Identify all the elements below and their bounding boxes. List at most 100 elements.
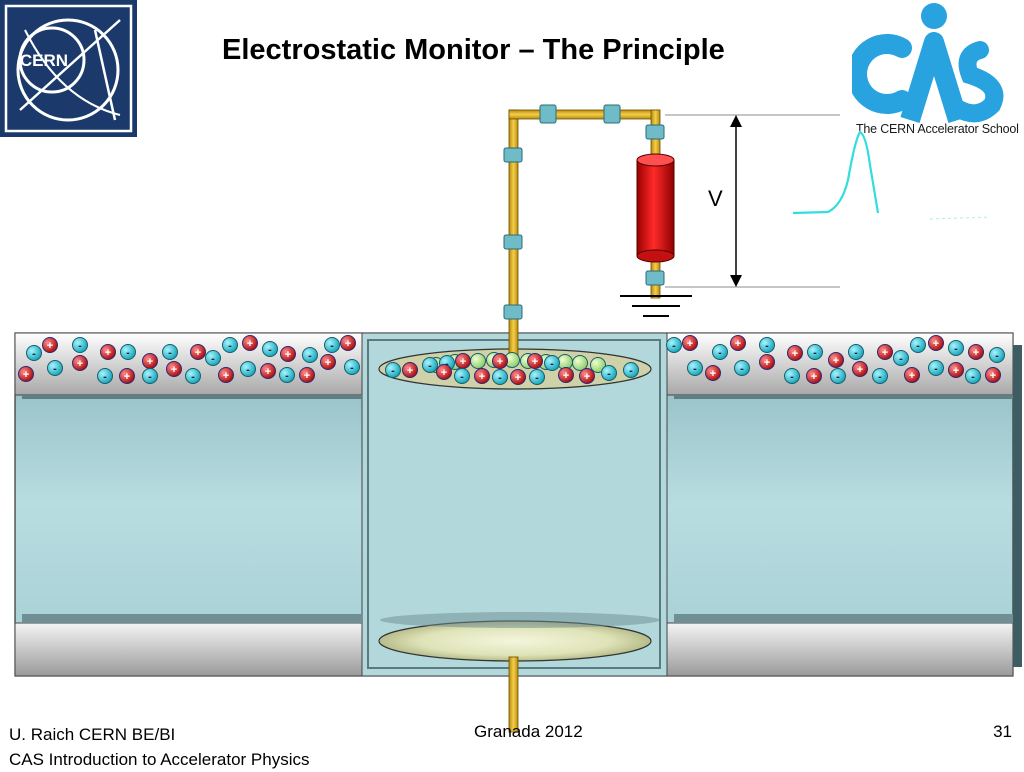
svg-text:+: + — [47, 340, 53, 352]
svg-text:-: - — [53, 363, 57, 375]
negative-charge: - — [279, 367, 295, 383]
negative-charge: - — [205, 350, 221, 366]
voltage-label: V — [708, 186, 723, 211]
positive-charge: + — [579, 368, 595, 384]
positive-charge: + — [474, 368, 490, 384]
negative-charge: - — [872, 368, 888, 384]
positive-charge: + — [166, 361, 182, 377]
slide-title: Electrostatic Monitor – The Principle — [222, 34, 725, 66]
cern-logo: CERN — [0, 0, 137, 137]
current-marker — [539, 104, 557, 124]
svg-text:+: + — [882, 347, 888, 359]
svg-text:-: - — [211, 353, 215, 365]
svg-text:-: - — [350, 362, 354, 374]
svg-text:+: + — [584, 371, 590, 383]
svg-text:-: - — [228, 340, 232, 352]
negative-charge: - — [928, 360, 944, 376]
positive-charge: + — [985, 367, 1001, 383]
svg-text:-: - — [103, 371, 107, 383]
current-marker — [645, 270, 665, 286]
svg-text:+: + — [171, 364, 177, 376]
svg-text:+: + — [460, 356, 466, 368]
svg-text:+: + — [407, 365, 413, 377]
positive-charge: + — [510, 369, 526, 385]
positive-charge: + — [100, 344, 116, 360]
positive-charge: + — [558, 367, 574, 383]
svg-text:+: + — [990, 370, 996, 382]
svg-text:-: - — [268, 344, 272, 356]
svg-text:+: + — [124, 371, 130, 383]
negative-charge: - — [734, 360, 750, 376]
svg-text:+: + — [563, 370, 569, 382]
svg-text:-: - — [246, 364, 250, 376]
svg-text:+: + — [909, 370, 915, 382]
svg-text:+: + — [687, 338, 693, 350]
svg-text:+: + — [147, 356, 153, 368]
negative-charge: - — [807, 344, 823, 360]
resistor — [636, 153, 675, 263]
negative-charge: - — [72, 337, 88, 353]
svg-text:+: + — [857, 364, 863, 376]
negative-charge: - — [344, 359, 360, 375]
svg-text:-: - — [428, 360, 432, 372]
negative-charge: - — [948, 340, 964, 356]
negative-charge: - — [893, 350, 909, 366]
cern-logo-text: CERN — [20, 51, 68, 70]
negative-charge: - — [222, 337, 238, 353]
positive-charge: + — [828, 352, 844, 368]
current-markers — [503, 104, 665, 320]
positive-charge: + — [928, 335, 944, 351]
current-marker — [503, 304, 523, 320]
positive-charge: + — [18, 366, 34, 382]
svg-text:+: + — [953, 365, 959, 377]
negative-charge: - — [422, 357, 438, 373]
negative-charge: - — [47, 360, 63, 376]
negative-charge: - — [324, 337, 340, 353]
positive-charge: + — [280, 346, 296, 362]
svg-text:-: - — [168, 347, 172, 359]
beam-particle — [470, 353, 486, 369]
positive-charge: + — [436, 364, 452, 380]
svg-text:-: - — [672, 340, 676, 352]
svg-text:+: + — [735, 338, 741, 350]
negative-charge: - — [666, 337, 682, 353]
beam-particle — [572, 355, 588, 371]
svg-text:+: + — [105, 347, 111, 359]
positive-charge: + — [299, 367, 315, 383]
svg-text:+: + — [77, 358, 83, 370]
svg-text:-: - — [498, 372, 502, 384]
negative-charge: - — [529, 369, 545, 385]
svg-text:-: - — [391, 365, 395, 377]
negative-charge: - — [712, 344, 728, 360]
svg-text:+: + — [515, 372, 521, 384]
svg-text:-: - — [718, 347, 722, 359]
svg-text:-: - — [971, 371, 975, 383]
svg-text:-: - — [126, 347, 130, 359]
svg-text:-: - — [934, 363, 938, 375]
footer-author: U. Raich CERN BE/BI — [9, 725, 176, 744]
positive-charge: + — [242, 335, 258, 351]
svg-text:-: - — [836, 371, 840, 383]
svg-text:+: + — [195, 347, 201, 359]
footer-left: U. Raich CERN BE/BI CAS Introduction to … — [9, 722, 309, 772]
svg-text:+: + — [532, 356, 538, 368]
svg-text:-: - — [535, 372, 539, 384]
positive-charge: + — [948, 362, 964, 378]
negative-charge: - — [26, 345, 42, 361]
positive-charge: + — [527, 353, 543, 369]
svg-text:-: - — [445, 358, 449, 370]
footer-event: Granada 2012 — [474, 722, 583, 741]
current-marker — [503, 234, 523, 250]
positive-charge: + — [806, 368, 822, 384]
positive-charge: + — [705, 365, 721, 381]
svg-text:-: - — [693, 363, 697, 375]
svg-text:-: - — [629, 365, 633, 377]
negative-charge: - — [162, 344, 178, 360]
positive-charge: + — [218, 367, 234, 383]
svg-text:-: - — [954, 343, 958, 355]
negative-charge: - — [97, 368, 113, 384]
cas-logo-caption: The CERN Accelerator School — [856, 122, 1019, 136]
negative-charge: - — [910, 337, 926, 353]
negative-charge: - — [142, 368, 158, 384]
